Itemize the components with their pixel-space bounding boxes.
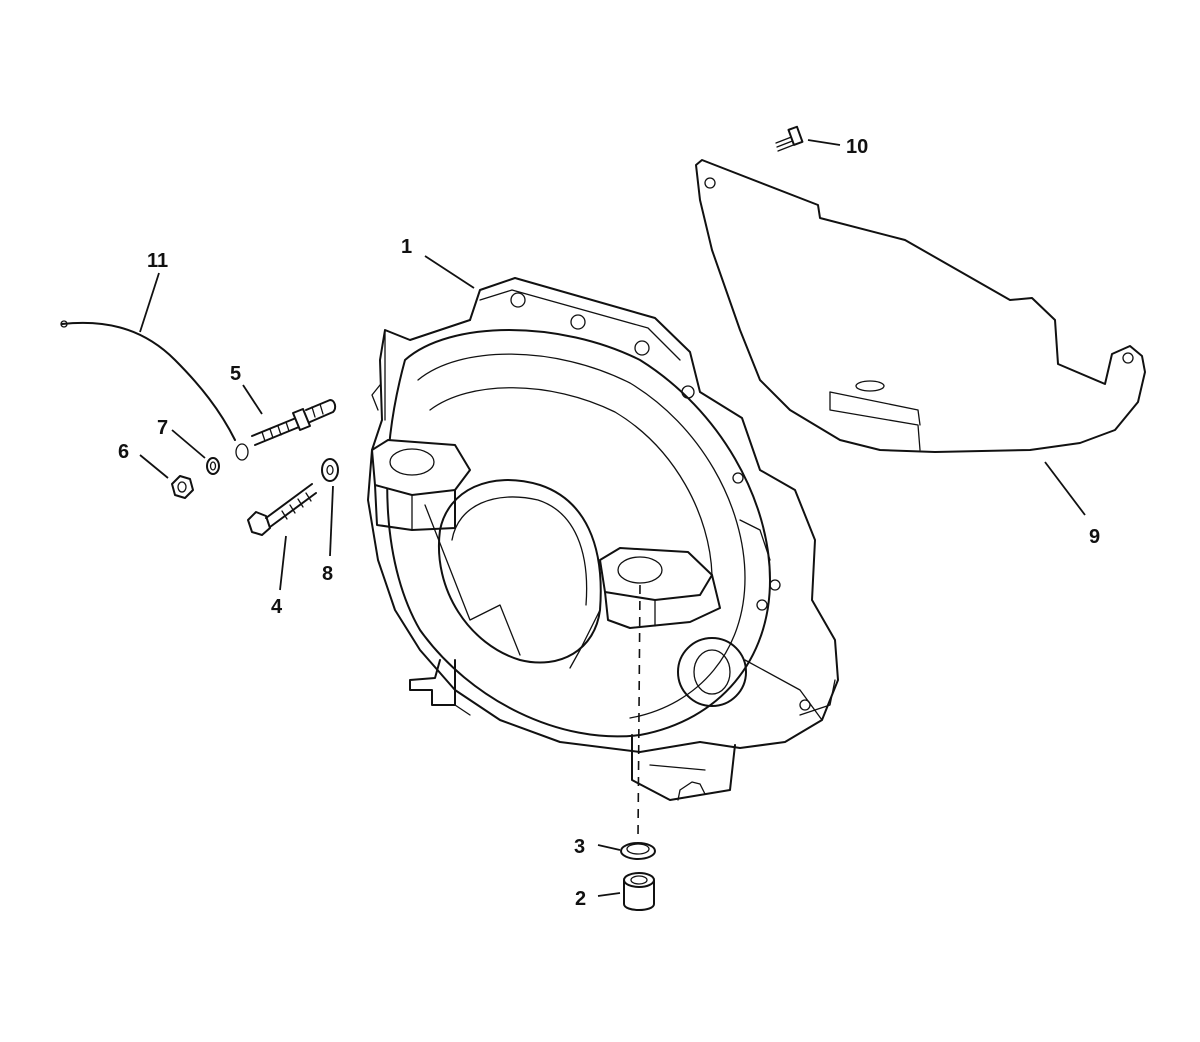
lock-washer [206,457,220,475]
callout-2: 2 [575,888,586,910]
stud [251,399,337,446]
callout-6: 6 [118,441,129,463]
callout-5: 5 [230,363,241,385]
callout-8: 8 [322,563,333,585]
callout-10: 10 [846,136,868,158]
bushing [623,872,655,911]
callout-4: 4 [271,596,283,618]
flat-washer [321,458,339,482]
cover-bolt [775,125,804,152]
nut [171,475,194,499]
leader-lines [139,139,1086,897]
flywheel-housing [367,277,839,801]
callout-1: 1 [401,236,412,258]
callout-11: 11 [147,250,168,272]
assembly-centerline [637,584,641,839]
callout-9: 9 [1089,526,1100,548]
callout-7: 7 [157,417,168,439]
callout-labels: 1 2 3 4 5 6 7 8 9 10 11 [118,136,1100,910]
bolt [247,483,317,536]
dipstick-wire [60,320,249,461]
cover-plate [695,159,1146,453]
o-ring [620,842,656,860]
callout-3: 3 [574,836,585,858]
